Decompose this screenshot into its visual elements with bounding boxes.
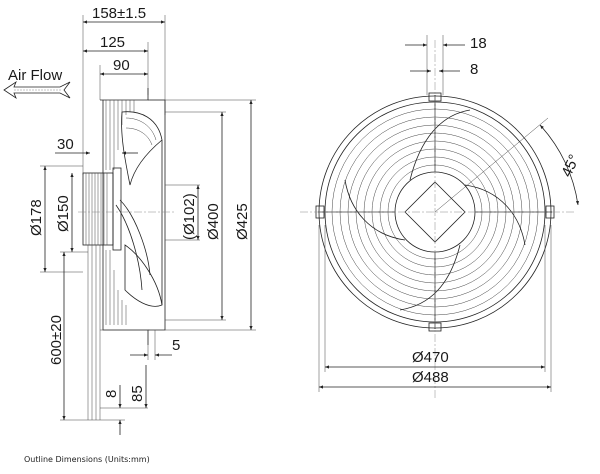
- dim-overall-depth: 158±1.5: [92, 5, 146, 22]
- front-view: 18 8 45° Ø470 Ø488: [300, 35, 583, 400]
- dim-dia-400: Ø400: [205, 203, 222, 240]
- dim-dia-470: Ø470: [412, 349, 449, 366]
- airflow-arrow-icon: [3, 80, 71, 100]
- dim-dia-150: Ø150: [55, 195, 72, 232]
- dim-cable-length: 600±20: [48, 315, 65, 365]
- dim-dia-488: Ø488: [412, 369, 449, 386]
- dim-slot-8: 8: [470, 61, 478, 78]
- airflow-label: Air Flow: [8, 67, 62, 84]
- dim-dia-425: Ø425: [234, 203, 251, 240]
- dim-lead-85: 85: [129, 385, 146, 402]
- dim-lead-8: 8: [103, 390, 120, 398]
- dim-offset-5: 5: [172, 337, 180, 354]
- dim-depth-125: 125: [100, 34, 125, 51]
- dim-offset-30: 30: [57, 136, 74, 153]
- dim-dia-178: Ø178: [28, 199, 45, 236]
- dim-depth-90: 90: [113, 57, 130, 74]
- dim-dia-102: (Ø102): [181, 193, 198, 240]
- side-view: Air Flow 158±1.5 125 90: [3, 5, 256, 435]
- caption: Outline Dimensions (Units:mm): [24, 455, 150, 464]
- dim-slot-18: 18: [470, 35, 487, 52]
